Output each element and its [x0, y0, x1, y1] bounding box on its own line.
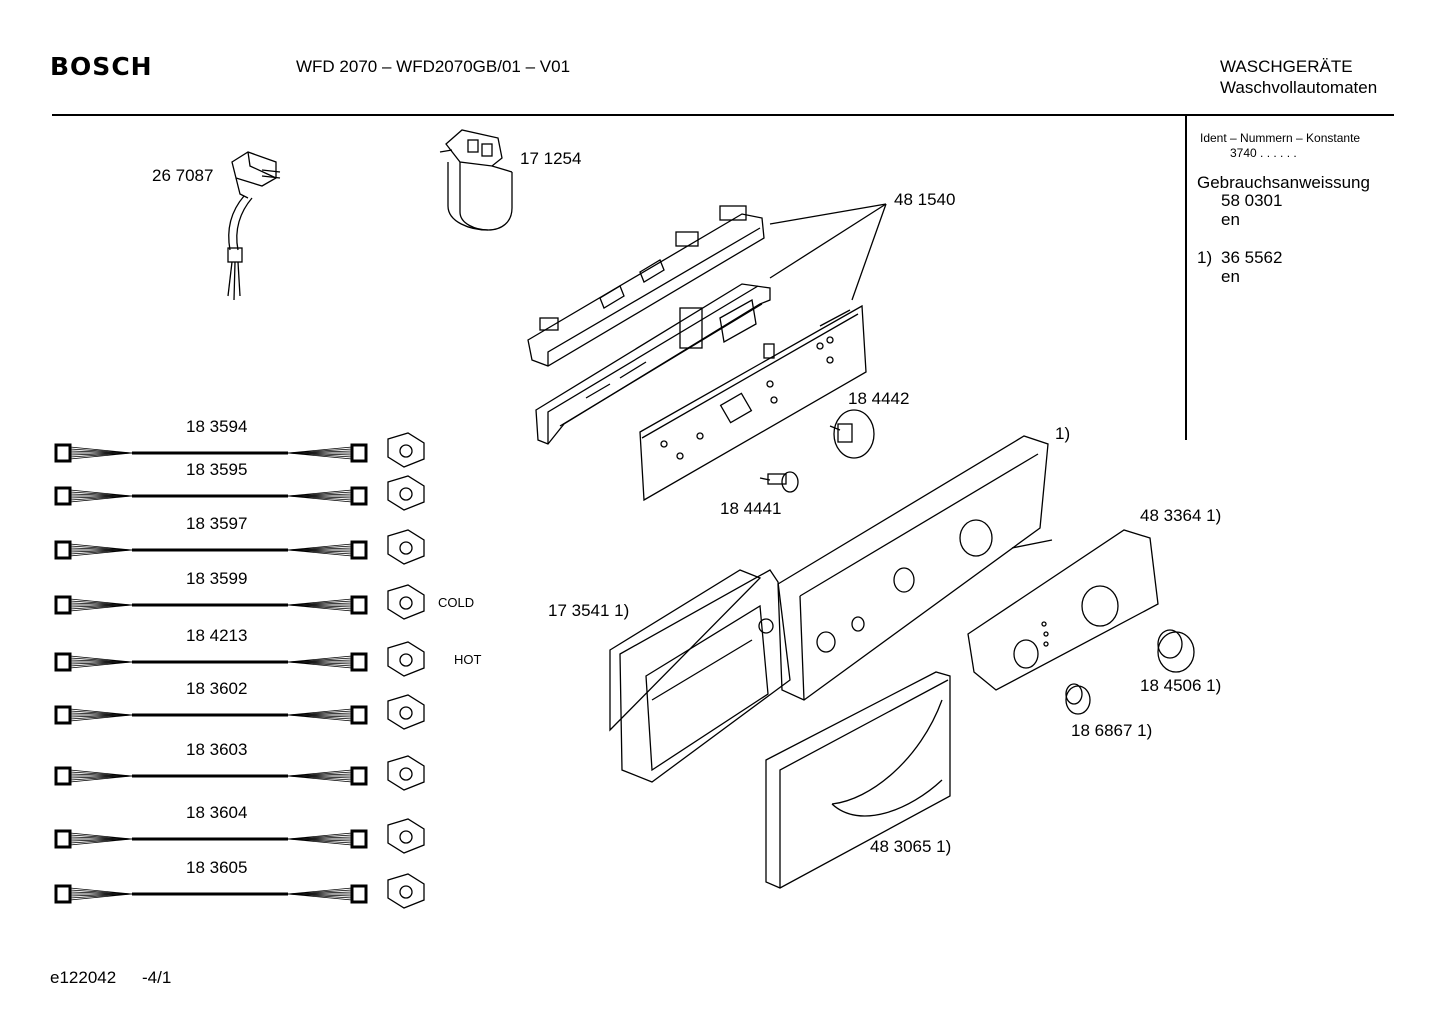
harness-row	[54, 873, 425, 909]
mains-plug-drawing	[227, 151, 281, 301]
model-line: WFD 2070 – WFD2070GB/01 – V01	[296, 57, 571, 76]
filter-drawing	[439, 129, 513, 231]
label-184506: 18 4506 1)	[1140, 676, 1222, 695]
knob-large-drawing	[1157, 629, 1195, 673]
harness-row	[54, 584, 425, 620]
control-module-tray-drawing	[535, 283, 771, 445]
label-171254: 17 1254	[520, 149, 582, 168]
harness-component-drawing	[387, 818, 425, 854]
dispenser-frame-drawing	[609, 569, 791, 783]
ident-value: 3740 . . . . . .	[1230, 146, 1297, 160]
label-186867: 18 6867 1)	[1071, 721, 1153, 740]
manual-lang: en	[1221, 210, 1240, 229]
harness-number: 18 3602	[186, 679, 248, 698]
category-title: WASCHGERÄTE	[1220, 57, 1353, 76]
harness-component-drawing	[387, 584, 425, 620]
control-module-upper-drawing	[527, 205, 765, 367]
label-483065: 48 3065 1)	[870, 837, 952, 856]
harness-component-drawing	[387, 432, 425, 468]
label-note1: 1)	[1055, 424, 1071, 443]
harness-number: 18 3597	[186, 514, 248, 533]
harness-tag: COLD	[438, 595, 475, 610]
circuit-board-drawing	[639, 304, 867, 502]
label-184441: 18 4441	[720, 499, 782, 518]
brand-logo: BOSCH	[50, 52, 153, 81]
harness-number: 18 3605	[186, 858, 248, 877]
label-173541: 17 3541 1)	[548, 601, 630, 620]
harness-row	[54, 641, 425, 677]
manual-number: 58 0301	[1221, 191, 1283, 210]
harness-number: 18 3595	[186, 460, 248, 479]
label-184442: 18 4442	[848, 389, 910, 408]
note-number: 36 5562	[1221, 248, 1283, 267]
label-483364: 48 3364 1)	[1140, 506, 1222, 525]
harness-row	[54, 529, 425, 565]
manual-heading: Gebrauchsanweissung	[1197, 173, 1370, 192]
subcategory-title: Waschvollautomaten	[1220, 78, 1378, 97]
drawer-front-drawing	[765, 671, 951, 889]
harness-component-drawing	[387, 873, 425, 909]
info-box-divider	[1185, 116, 1187, 440]
harness-component-drawing	[387, 475, 425, 511]
harness-number: 18 3604	[186, 803, 248, 822]
harness-number: 18 3594	[186, 417, 248, 436]
harness-row	[54, 755, 425, 791]
harness-number: 18 3599	[186, 569, 248, 588]
ident-heading: Ident – Nummern – Konstante	[1200, 131, 1361, 145]
harness-number: 18 3603	[186, 740, 248, 759]
note-lang: en	[1221, 267, 1240, 286]
note-marker: 1)	[1197, 248, 1213, 267]
harness-number: 18 4213	[186, 626, 248, 645]
label-481540: 48 1540	[894, 190, 956, 209]
drawing-id: e122042	[50, 968, 117, 987]
selector-knob-drawing	[829, 409, 875, 459]
harness-row	[54, 694, 425, 730]
header-divider	[52, 114, 1394, 116]
harness-tag: HOT	[454, 652, 482, 667]
harness-row	[54, 475, 425, 511]
label-267087: 26 7087	[152, 166, 214, 185]
knob-small-drawing	[1065, 683, 1091, 715]
selector-cover-drawing	[967, 529, 1159, 691]
harness-component-drawing	[387, 529, 425, 565]
fascia-panel-drawing	[777, 435, 1053, 701]
harness-component-drawing	[387, 641, 425, 677]
harness-row	[54, 818, 425, 854]
harness-component-drawing	[387, 694, 425, 730]
shaft-knob-drawing	[759, 471, 799, 493]
page-number: -4/1	[142, 968, 172, 987]
harness-row	[54, 432, 425, 468]
harness-component-drawing	[387, 755, 425, 791]
